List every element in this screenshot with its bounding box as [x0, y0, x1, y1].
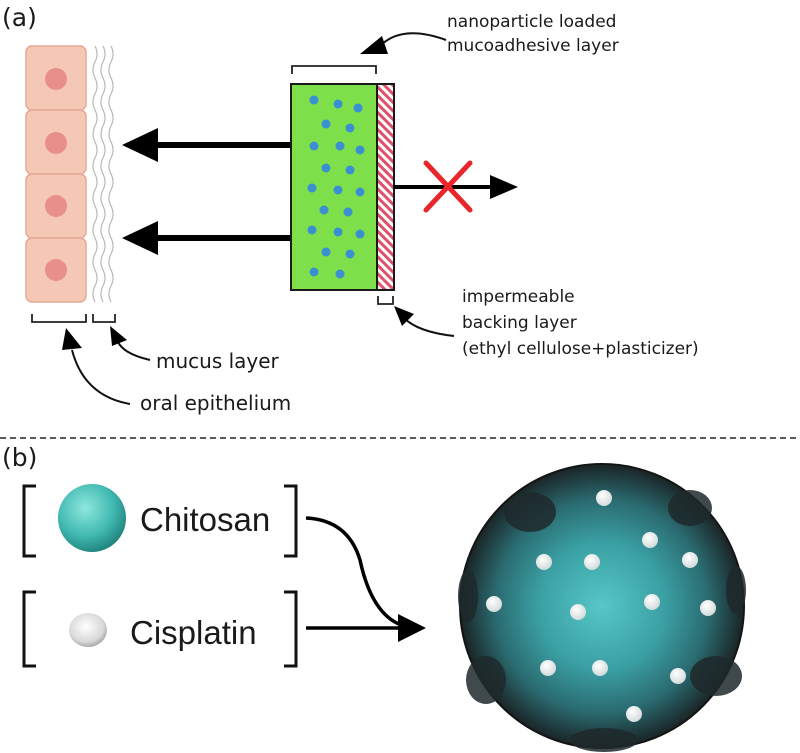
release-arrowhead-lower	[122, 221, 158, 255]
cisplatin-dot	[682, 552, 698, 568]
backing-bracket	[377, 296, 394, 305]
mucus-callout-arrowhead	[110, 326, 127, 346]
backing-layer	[376, 83, 395, 291]
nanoparticle-dot	[309, 95, 319, 105]
epithelium-callout-arrowhead	[62, 328, 82, 350]
mucus-layer	[92, 45, 114, 303]
chitosan-bracket-left	[22, 484, 36, 558]
chitosan-label: Chitosan	[140, 501, 270, 538]
nanoparticle-dot	[309, 141, 319, 151]
panel-b-label: (b)	[2, 443, 37, 472]
nanoparticle-dot	[319, 205, 329, 215]
cell-nucleus	[45, 132, 67, 154]
nanoparticle-callout-line	[379, 32, 447, 47]
cisplatin-dot	[486, 596, 502, 612]
backing-label-line2: backing layer	[462, 313, 577, 333]
nanoparticle-dot	[355, 229, 365, 239]
nanoparticle-dot	[333, 185, 343, 195]
nanoparticle-dot	[345, 249, 355, 259]
panel-a-label: (a)	[2, 3, 37, 32]
blocked-cross-icon	[423, 160, 473, 213]
nanoparticle-dot	[321, 247, 331, 257]
nanoparticle-label-line2: mucoadhesive layer	[447, 36, 619, 56]
nanoparticle-dot	[345, 165, 355, 175]
cisplatin-dot	[596, 490, 612, 506]
nanoparticle-dot	[321, 119, 331, 129]
release-arrows	[152, 142, 292, 241]
nanoparticle-dot	[355, 145, 365, 155]
nanoparticle-label-line1: nanoparticle loaded	[447, 12, 616, 32]
combine-arrowhead	[398, 614, 426, 642]
cisplatin-dot	[642, 532, 658, 548]
nanoparticle-dot	[355, 187, 365, 197]
cell-nucleus	[45, 195, 67, 217]
chitosan-bracket-right	[284, 484, 298, 558]
cisplatin-dot	[536, 554, 552, 570]
backing-callout-arrowhead	[394, 306, 414, 326]
cell-nucleus	[45, 259, 67, 281]
chitosan-connector	[305, 516, 405, 628]
cisplatin-label: Cisplatin	[130, 614, 257, 651]
nanoparticle-dot	[309, 267, 319, 277]
mucus-bracket	[92, 314, 116, 323]
cisplatin-bracket-left	[22, 590, 36, 668]
chitosan-cisplatin-nanoparticle	[458, 463, 746, 752]
nanoparticle-dot	[343, 207, 353, 217]
nanoparticle-dot	[335, 141, 345, 151]
nanoparticle-dot	[321, 163, 331, 173]
cisplatin-dot	[540, 660, 556, 676]
nanoparticle-callout-arrowhead	[360, 36, 388, 54]
cisplatin-dot	[592, 660, 608, 676]
nanoparticle-dot	[335, 269, 345, 279]
cisplatin-dot	[700, 600, 716, 616]
nanoparticle-dot	[307, 225, 317, 235]
mucoadhesive-bracket	[291, 65, 377, 74]
cell-nucleus	[45, 68, 67, 90]
nanoparticle-dot	[307, 183, 317, 193]
mucoadhesive-layer	[290, 83, 378, 291]
epithelium-label: oral epithelium	[140, 391, 291, 415]
cisplatin-bracket-right	[284, 590, 298, 668]
nanoparticles	[307, 95, 365, 279]
epithelium-bracket	[31, 314, 87, 323]
cisplatin-dot	[584, 554, 600, 570]
release-arrowhead-upper	[122, 128, 158, 162]
oral-epithelium	[25, 45, 87, 303]
mucus-callout-line	[117, 341, 151, 361]
backing-label-line1: impermeable	[462, 287, 575, 307]
nanoparticle-dot	[353, 103, 363, 113]
chitosan-sphere-icon	[58, 484, 126, 552]
mucus-label: mucus layer	[156, 349, 280, 373]
nanoparticle-dot	[333, 227, 343, 237]
backing-callout-line	[403, 317, 455, 337]
blocked-arrowhead	[490, 175, 518, 199]
cisplatin-dot	[570, 604, 586, 620]
cisplatin-dot	[670, 668, 686, 684]
cisplatin-payload	[486, 490, 716, 722]
cisplatin-dot	[626, 706, 642, 722]
cisplatin-sphere-icon	[69, 613, 107, 647]
cisplatin-dot	[644, 594, 660, 610]
nanoparticle-dot	[333, 99, 343, 109]
epithelium-callout-line	[71, 349, 131, 405]
nanoparticle-dot	[345, 123, 355, 133]
backing-label-line3: (ethyl cellulose+plasticizer)	[462, 339, 699, 359]
